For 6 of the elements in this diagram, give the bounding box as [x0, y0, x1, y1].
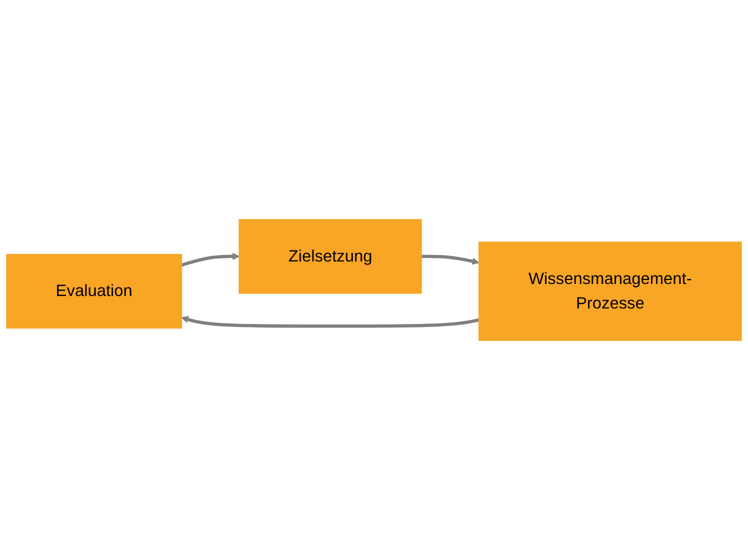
arrow [181, 252, 240, 266]
node-box: Evaluation [6, 253, 182, 328]
arrow [181, 315, 480, 328]
arrow [421, 254, 480, 264]
node-box: Wissensmanagement-Prozesse [478, 241, 742, 340]
node-box: Zielsetzung [238, 218, 422, 294]
